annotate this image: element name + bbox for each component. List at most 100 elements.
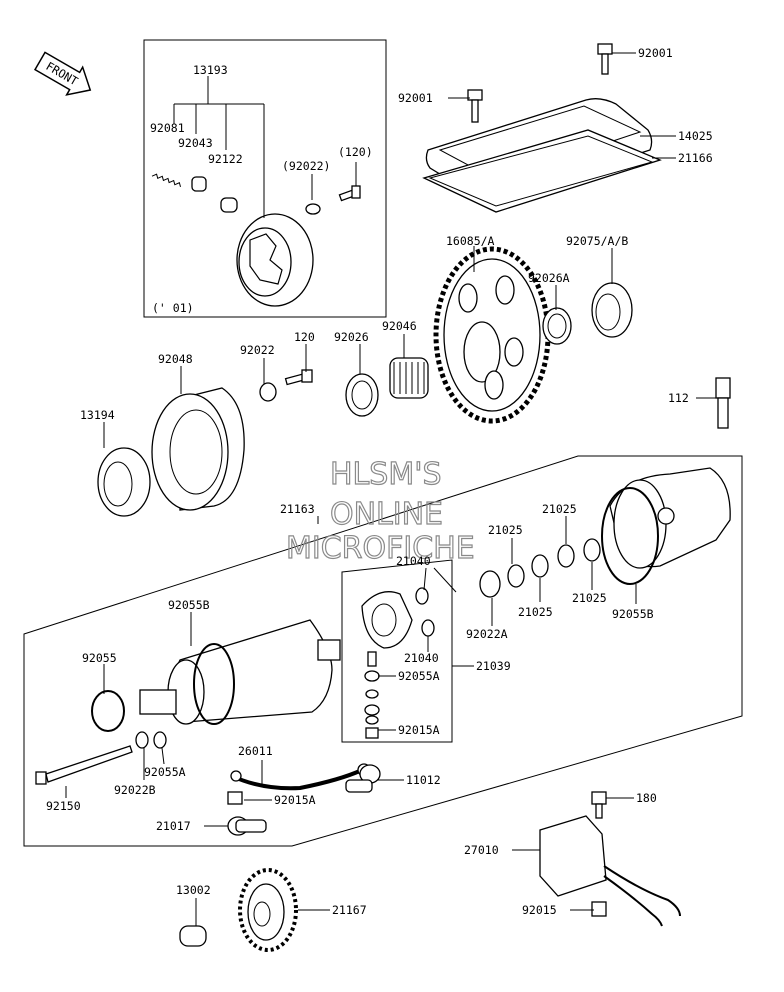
washer-92022A xyxy=(479,570,501,598)
starter-motor xyxy=(139,619,341,725)
washer-92022-inset xyxy=(305,203,321,215)
leader-lines xyxy=(65,52,716,926)
label-21025-d: 21025 xyxy=(572,591,607,605)
bolt-180 xyxy=(591,791,607,819)
label-92055A-mid: 92055A xyxy=(398,669,440,683)
watermark-line3: MICROFICHE xyxy=(286,531,475,566)
gear-21167 xyxy=(238,868,298,952)
end-cover xyxy=(609,467,731,569)
washer-21025-b xyxy=(531,554,549,578)
brush-holder-box xyxy=(341,559,453,743)
nut-92015 xyxy=(591,901,607,917)
label-120: 120 xyxy=(294,330,315,344)
label-92001-top: 92001 xyxy=(638,46,673,60)
label-120-paren: (120) xyxy=(338,145,373,159)
watermark-line2: ONLINE xyxy=(330,497,443,532)
label-21040-b: 21040 xyxy=(404,651,439,665)
pin-92043 xyxy=(191,176,207,192)
sleeve-13002 xyxy=(179,925,207,947)
washer-21025-d xyxy=(583,538,601,562)
label-112: 112 xyxy=(668,391,689,405)
label-92075AB: 92075/A/B xyxy=(566,234,628,248)
o-ring-92055A-low xyxy=(153,731,167,749)
label-92055A-low: 92055A xyxy=(144,765,186,779)
label-92022-paren: (92022) xyxy=(282,159,330,173)
label-21025-c: 21025 xyxy=(518,605,553,619)
washer-92022 xyxy=(259,382,277,402)
label-92122: 92122 xyxy=(208,152,243,166)
label-92048: 92048 xyxy=(158,352,193,366)
bolt-120 xyxy=(284,369,313,386)
bolt-92001-top xyxy=(597,43,613,75)
label-92055B-left: 92055B xyxy=(168,598,210,612)
washer-21025-a xyxy=(507,564,525,588)
label-21017: 21017 xyxy=(156,819,191,833)
terminal-11012 xyxy=(345,764,381,793)
label-21025-b: 21025 xyxy=(542,502,577,516)
label-92015: 92015 xyxy=(522,903,557,917)
spring-92081 xyxy=(151,173,181,187)
bolt-112 xyxy=(715,377,731,429)
housing-92048 xyxy=(151,387,245,511)
label-21167: 21167 xyxy=(332,903,367,917)
washer-21025-c xyxy=(557,544,575,568)
label-92150: 92150 xyxy=(46,799,81,813)
watermark-line1: HLSM'S xyxy=(330,457,442,492)
label-92055B-right: 92055B xyxy=(612,607,654,621)
label-92046: 92046 xyxy=(382,319,417,333)
label-92001-left: 92001 xyxy=(398,91,433,105)
label-13193: 13193 xyxy=(193,63,228,77)
starter-assembly-box xyxy=(23,455,743,847)
watermark: HLSM'S ONLINE MICROFICHE xyxy=(285,456,475,566)
o-ring-92055 xyxy=(91,690,125,732)
bearing-92046 xyxy=(389,357,429,399)
brush-plate xyxy=(361,591,413,649)
label-16085A: 16085/A xyxy=(446,234,495,248)
label-21163: 21163 xyxy=(280,502,315,516)
label-180: 180 xyxy=(636,791,657,805)
washer-92026 xyxy=(345,373,379,417)
label-92015A-mid: 92015A xyxy=(398,723,440,737)
label-92022B: 92022B xyxy=(114,783,156,797)
label-21166: 21166 xyxy=(678,151,713,165)
front-arrow: FRONT xyxy=(33,51,92,96)
label-13002: 13002 xyxy=(176,883,211,897)
seal-92075AB xyxy=(591,282,633,338)
clutch-13194 xyxy=(97,447,151,517)
label-92055: 92055 xyxy=(82,651,117,665)
label-21025-a: 21025 xyxy=(488,523,523,537)
label-01: (' 01) xyxy=(152,301,194,315)
bolt-92150 xyxy=(35,745,133,785)
label-11012: 11012 xyxy=(406,773,441,787)
washer-92026A xyxy=(542,307,572,345)
label-92026: 92026 xyxy=(334,330,369,344)
brush-21040-a xyxy=(415,587,429,605)
terminal-stack xyxy=(364,651,380,739)
gasket-21166 xyxy=(422,129,662,213)
terminal-21017 xyxy=(227,816,267,836)
label-14025: 14025 xyxy=(678,129,713,143)
starter-clutch-13193 xyxy=(236,213,314,307)
bolt-92001-left xyxy=(467,89,483,123)
inset-box-13193 xyxy=(143,39,387,318)
label-21039: 21039 xyxy=(476,659,511,673)
brush-21040-b xyxy=(421,619,435,637)
label-26011: 26011 xyxy=(238,744,273,758)
nut-92015A-low xyxy=(227,791,243,805)
label-92022: 92022 xyxy=(240,343,275,357)
bolt-120-inset xyxy=(338,185,361,202)
o-ring-92055B-left xyxy=(193,643,235,725)
label-92043: 92043 xyxy=(178,136,213,150)
o-ring-92055B-right xyxy=(601,487,659,585)
label-92022A: 92022A xyxy=(466,627,508,641)
label-92015A-low: 92015A xyxy=(274,793,316,807)
gear-16085A xyxy=(433,246,551,424)
label-21040-a: 21040 xyxy=(396,554,431,568)
relay-27010 xyxy=(539,815,681,927)
label-27010: 27010 xyxy=(464,843,499,857)
label-92081: 92081 xyxy=(150,121,185,135)
part-labels: 13193 92081 92043 92122 (92022) (120) ('… xyxy=(46,46,713,917)
roller-92122 xyxy=(220,197,238,213)
label-92026A: 92026A xyxy=(528,271,570,285)
